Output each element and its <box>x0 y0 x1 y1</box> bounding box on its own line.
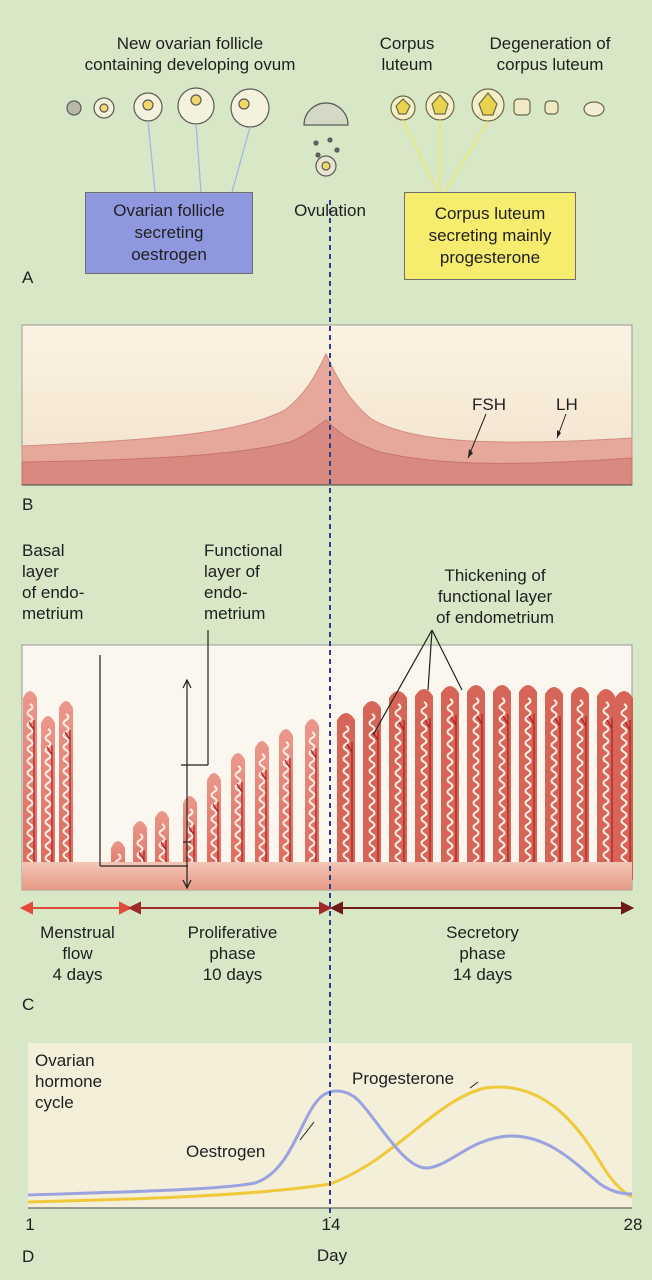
endometrial-column <box>23 691 37 880</box>
secretory-arrow <box>332 903 632 913</box>
lh-label: LH <box>556 394 578 415</box>
panel-a-letter: A <box>22 268 33 288</box>
fsh-label: FSH <box>472 394 506 415</box>
x-axis-label: Day <box>312 1245 352 1266</box>
corpus-luteum-sequence <box>391 89 604 121</box>
menstrual-arrow <box>22 903 130 913</box>
endometrial-column <box>255 741 269 880</box>
panel-d-letter: D <box>22 1247 34 1267</box>
ovulation-follicle <box>304 103 348 176</box>
proliferative-arrow <box>130 903 330 913</box>
endometrial-column <box>279 729 293 880</box>
endometrial-gland <box>260 754 265 874</box>
panel-c-letter: C <box>22 995 34 1015</box>
ovulation-label: Ovulation <box>280 200 380 221</box>
x-tick-14: 14 <box>318 1214 344 1235</box>
follicle-sequence <box>67 88 269 127</box>
progesterone-label: Progesterone <box>352 1068 454 1089</box>
panel-b-letter: B <box>22 495 33 515</box>
x-tick-28: 28 <box>618 1214 648 1235</box>
oestrogen-label: Oestrogen <box>186 1141 265 1162</box>
x-tick-1: 1 <box>20 1214 40 1235</box>
